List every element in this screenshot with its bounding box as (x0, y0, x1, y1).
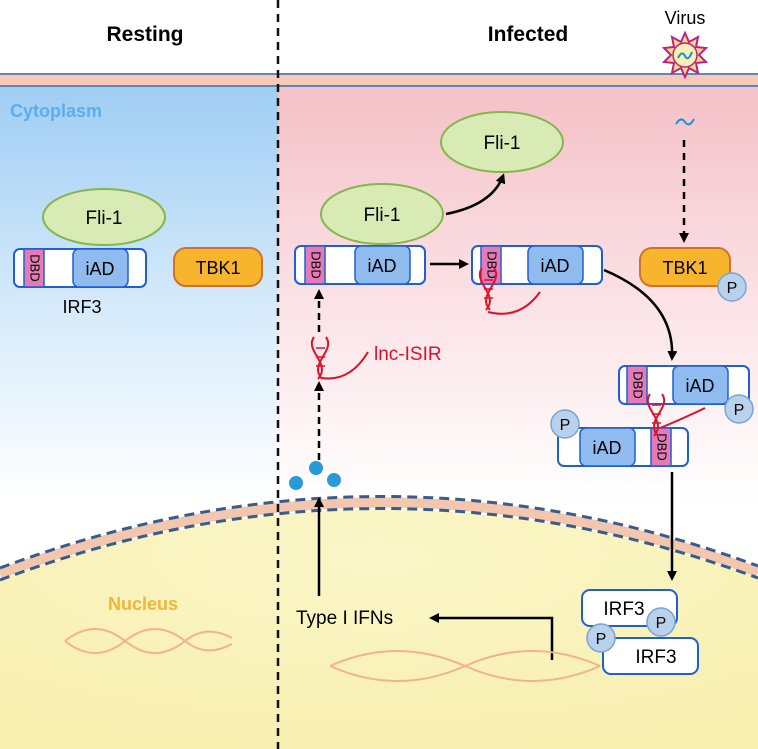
dbd-label: DBD (309, 251, 324, 278)
iad-domain (527, 245, 584, 285)
iad-label: iAD (540, 256, 569, 276)
dbd-label: DBD (631, 371, 646, 398)
tbk1-infected: TBK1 P (639, 247, 747, 302)
irf3-dimer-upper: DBD iAD P (618, 365, 754, 424)
virus-icon (661, 30, 709, 80)
dbd-domain (304, 245, 326, 285)
iad-label: iAD (85, 259, 114, 279)
irf3-resting: DBD iAD (13, 248, 147, 288)
iad-domain (672, 365, 729, 405)
dbd-label: DBD (28, 254, 43, 281)
phospho-circle (646, 607, 676, 637)
fli1-released: Fli-1 (440, 111, 564, 173)
dna-to-ifn-arrow (429, 613, 554, 660)
dbd-domain (626, 365, 648, 405)
irf3-label: IRF3 (603, 599, 644, 620)
type1-ifn-label: Type I IFNs (296, 608, 393, 629)
phospho-label: P (734, 402, 745, 419)
dna-resting (64, 628, 233, 654)
iad-label: iAD (592, 438, 621, 458)
dbd-label: DBD (485, 251, 500, 278)
iad-label: iAD (685, 376, 714, 396)
phospho-circle (586, 623, 616, 653)
tbk1-resting: TBK1 (173, 247, 263, 287)
lncrna-bound-dimer (646, 393, 706, 437)
irf3-dimer-lower: iAD DBD P (550, 409, 689, 467)
nucleus-region (0, 509, 758, 749)
tbk1-label: TBK1 (195, 258, 240, 278)
nuclear-envelope (0, 495, 758, 582)
lncrna-label: lnc-ISIR (374, 344, 442, 365)
iad-domain (72, 248, 129, 288)
arrow-to-dimer (603, 268, 678, 361)
resting-label: Resting (106, 23, 183, 46)
fli1-bound: Fli-1 (320, 183, 444, 245)
cytoplasm-label: Cytoplasm (10, 101, 102, 121)
dbd-label: DBD (655, 433, 670, 460)
phospho-label: P (596, 631, 607, 648)
lncrna-free (310, 336, 369, 380)
iad-domain (579, 427, 636, 467)
irf3-label: IRF3 (62, 297, 101, 317)
release-arrow (445, 173, 506, 216)
ifn-molecules (289, 461, 341, 490)
nucleus-label: Nucleus (108, 594, 178, 614)
fli1-resting: Fli-1 (42, 188, 166, 246)
viral-rna (675, 118, 695, 126)
cell-membrane (0, 73, 758, 87)
lncrna-bound-b (478, 267, 541, 315)
dna-infected (329, 650, 601, 682)
fli1-label: Fli-1 (364, 205, 401, 226)
irf3-infected-a: DBD iAD (294, 245, 426, 285)
phospho-circle (550, 409, 580, 439)
dbd-domain (23, 248, 45, 288)
phospho-label: P (656, 615, 667, 632)
phospho-circle (724, 394, 754, 424)
tbk1-label: TBK1 (662, 258, 707, 278)
phospho-circle (717, 272, 747, 302)
fli1-label: Fli-1 (86, 208, 123, 229)
fli1-label: Fli-1 (484, 133, 521, 154)
cytoplasm-resting-region (0, 82, 278, 502)
irf3-infected-b: DBD iAD (471, 245, 603, 285)
phospho-label: P (727, 280, 738, 297)
iad-domain (354, 245, 411, 285)
iad-label: iAD (367, 256, 396, 276)
irf3-nuclear-upper: IRF3 P (581, 589, 678, 637)
phospho-label: P (560, 417, 571, 434)
irf3-nuclear-lower: IRF3 P (586, 623, 699, 675)
infected-label: Infected (488, 23, 569, 46)
virus-label: Virus (665, 8, 706, 28)
irf3-label: IRF3 (635, 647, 676, 668)
